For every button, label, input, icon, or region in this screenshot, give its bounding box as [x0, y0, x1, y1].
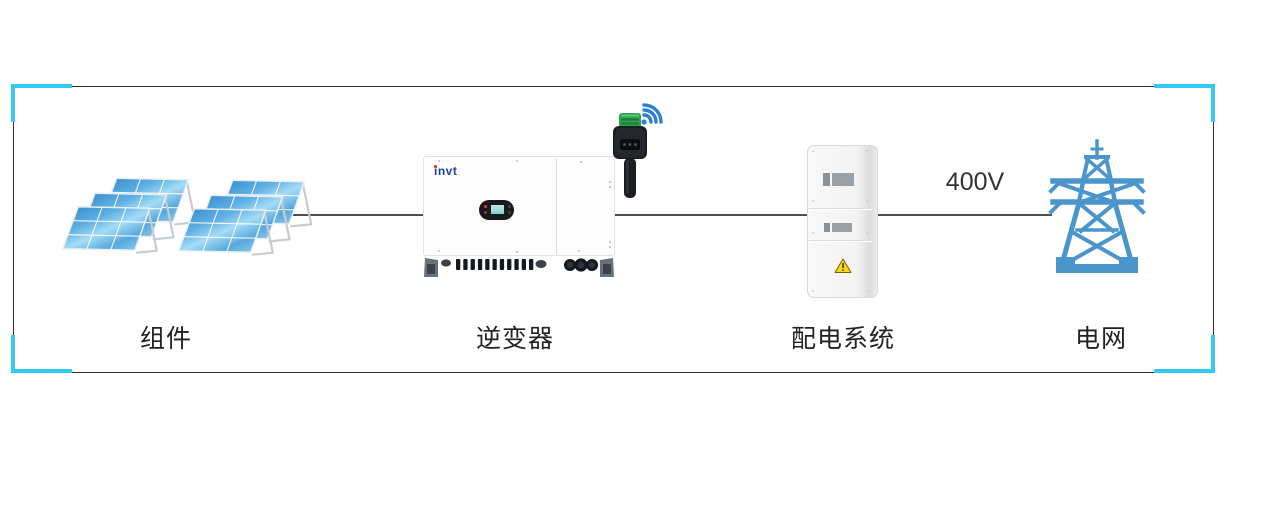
inverter-icon: invt — [423, 156, 615, 256]
inverter-lcd-screen — [490, 204, 505, 215]
inverter-panel-divider — [556, 159, 557, 255]
cabinet-vent — [832, 223, 852, 232]
corner-bracket-bottom-right — [1154, 335, 1215, 373]
distribution-cabinet-icon — [807, 145, 878, 298]
label-grid: 电网 — [1074, 325, 1128, 353]
corner-bracket-top-right — [1154, 84, 1215, 122]
inverter-bottom-hardware — [424, 258, 614, 277]
inverter-led — [484, 211, 487, 214]
corner-bracket-top-left — [11, 84, 72, 122]
logo-red-dot — [434, 165, 437, 168]
inverter-button — [508, 211, 511, 214]
solar-panel-array-icon — [61, 177, 313, 256]
connector-line — [292, 214, 1052, 216]
label-distribution: 配电系统 — [790, 325, 896, 353]
power-tower-icon — [1048, 139, 1146, 273]
cabinet-divider — [809, 208, 872, 209]
inverter-brand-logo: invt — [434, 164, 458, 178]
label-inverter: 逆变器 — [475, 325, 555, 353]
corner-bracket-bottom-left — [11, 335, 72, 373]
cabinet-vent — [832, 173, 854, 186]
voltage-label: 400V — [945, 168, 1005, 196]
label-panels: 组件 — [139, 325, 193, 353]
side-ticks — [609, 181, 611, 183]
warning-triangle-icon — [834, 258, 852, 273]
cabinet-vent — [824, 223, 830, 232]
inverter-led — [484, 205, 487, 208]
cabinet-divider — [809, 240, 872, 241]
inverter-button — [508, 205, 511, 208]
inverter-display — [479, 200, 514, 220]
screw-dots — [438, 160, 440, 162]
cabinet-vent — [823, 173, 830, 186]
wifi-dongle-icon — [613, 103, 663, 198]
diagram-frame — [13, 86, 1214, 373]
wifi-signal-icon — [641, 103, 663, 125]
